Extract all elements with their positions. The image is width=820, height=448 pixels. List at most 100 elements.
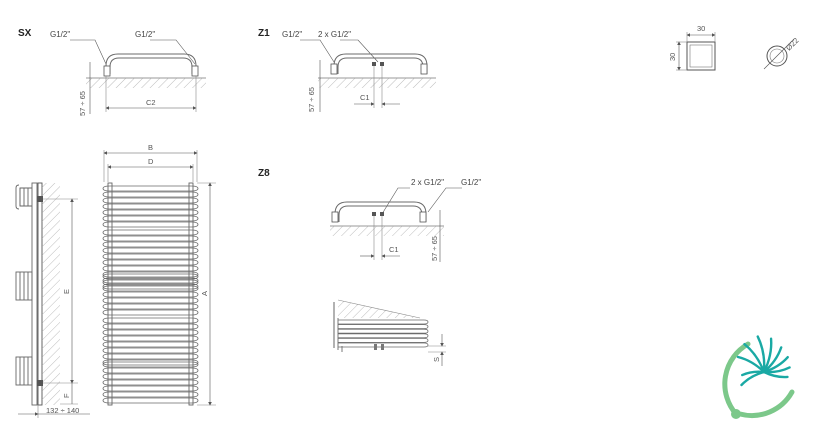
front-bar [102,359,199,366]
z8-pipe-inner [338,205,423,222]
shelf-fin [338,342,429,348]
z8-port-a [372,212,376,216]
sx-pipe-outer [105,53,197,74]
shelf-view: S [333,299,446,366]
logo-green-arc [722,341,751,417]
z8-valve-right [419,211,427,223]
side-wall-hatch [42,183,60,405]
logo-ray [756,335,766,374]
front-bar [102,353,199,360]
front-bar [102,209,199,216]
shelf-fin [338,319,429,325]
round-profile-inner [769,48,785,64]
shelf-fin [338,328,429,334]
shelf-fin [338,324,429,329]
z1-leader-double [340,39,379,63]
front-tube-right [188,182,194,406]
sx-conn-left-label: G1/2" [50,30,70,39]
front-bar [102,291,199,298]
side-fins-top [15,184,32,210]
z1-leader-left [300,39,335,63]
front-bar [102,235,199,242]
front-bar [102,277,199,284]
front-b-label: B [148,143,153,152]
side-f-label: F [62,393,71,398]
front-bar [102,297,199,304]
front-bar [102,191,199,198]
front-bar [102,303,199,310]
z8-valve-left [331,211,339,223]
side-wall-line [37,182,43,406]
sx-conn-right-label: G1/2" [135,30,155,39]
front-bar [102,379,199,386]
z8-conn-right-label: G1/2" [461,178,481,187]
z1-pipe-outer [333,53,428,74]
z8-height-label: 57 ÷ 65 [430,236,439,261]
front-view: B D A [102,143,216,406]
front-bar [102,215,199,222]
front-bar [102,203,199,210]
sx-c2-label: C2 [146,98,156,107]
shelf-slope [337,299,421,319]
front-bar [102,341,199,348]
front-bars [102,185,199,404]
front-bar [102,335,199,342]
front-bar [102,309,199,316]
front-bar [102,247,199,254]
z8-conn-double-label: 2 x G1/2" [411,178,444,187]
z1-height-label: 57 ÷ 65 [307,87,316,112]
front-bar [102,221,199,228]
sx-valve-left [103,65,111,77]
side-fins-middle [15,271,33,301]
z1-port-a [372,62,376,66]
side-e-label: E [62,289,71,294]
logo-ray [762,370,789,379]
z1-floor-hatch [318,78,436,88]
z8-title: Z8 [258,168,270,179]
front-bar [102,273,199,280]
shelf-s-label: S [432,357,441,362]
sx-leader-left [70,39,107,65]
z1-title: Z1 [258,28,270,39]
front-bar [102,259,199,266]
front-bar [102,283,199,290]
front-d-label: D [148,157,154,166]
side-radiator-tube [31,182,38,406]
z8-leader-double [381,187,410,215]
sx-floor-hatch [86,78,206,88]
front-tube-left [107,182,113,406]
sx-valve-right [191,65,199,77]
logo-ray [741,370,766,377]
z1-conn-left-label: G1/2" [282,30,302,39]
front-bar [102,373,199,380]
front-bar [102,397,199,404]
front-bar [102,241,199,248]
logo-ray [762,337,773,374]
z8-c1-label: C1 [389,245,399,254]
front-bar [102,391,199,398]
sx-leader-right [150,39,196,65]
front-bar [102,323,199,330]
z1-view: Z1 G1/2" 2 x G1/2" 57 ÷ 65 C1 [258,28,436,112]
shelf-fin [338,333,429,339]
square-profile-inner [689,44,713,68]
z1-valve-left [330,63,338,75]
round-diameter-dim [763,38,795,70]
sx-view: SX G1/2" G1/2" 57 ÷ 65 C2 [18,28,206,116]
z8-view: Z8 2 x G1/2" G1/2" 57 ÷ 65 C1 [258,168,481,262]
z1-c1-label: C1 [360,93,370,102]
side-bracket-top [37,196,43,202]
square-width-label: 30 [697,24,705,33]
front-bar [102,347,199,354]
logo-teal-rays [736,335,791,387]
sx-title: SX [18,28,32,39]
front-bar [102,279,199,286]
front-bar [102,229,199,236]
shelf-fins [337,318,429,352]
z1-valve-right [420,63,428,75]
side-view: E F 132 ÷ 140 [15,182,90,418]
side-fins-bottom [15,356,33,386]
front-bar [102,285,199,292]
square-profile-outer [686,41,716,71]
